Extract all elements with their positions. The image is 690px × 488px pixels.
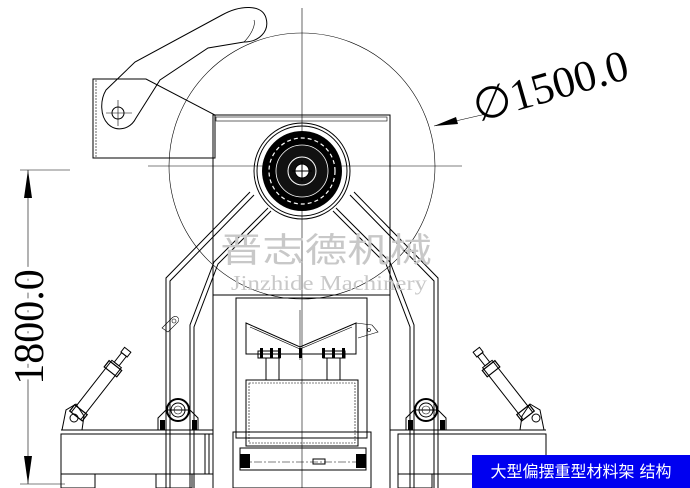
right-pivot-bearing [405, 398, 447, 431]
watermark-english: Jinzhide Machinery [231, 271, 428, 295]
lift-box [245, 379, 359, 447]
right-support-rails [332, 191, 439, 488]
height-dimension: 1800.0 [3, 169, 70, 485]
base-center-beam [232, 431, 372, 488]
right-hydraulic-cylinder [472, 346, 536, 422]
arm-bracket-plate [92, 78, 216, 159]
left-hydraulic-cylinder [68, 346, 132, 422]
left-support-rails [161, 191, 272, 488]
v-saddle [245, 310, 379, 360]
left-cylinder-mount [61, 403, 85, 431]
right-cylinder-mount [519, 403, 545, 431]
saddle-bolts [257, 348, 346, 380]
height-dimension-label: 1800.0 [7, 269, 53, 385]
diameter-dimension-label: ∅1500.0 [467, 41, 634, 132]
diameter-dimension: ∅1500.0 [433, 41, 634, 132]
mandrel-hub [253, 122, 351, 220]
swing-arm [101, 7, 268, 130]
lower-inner-frame [235, 297, 368, 439]
drawing-title-caption: 大型偏摆重型材料架 结构 [472, 455, 690, 488]
watermark-chinese: 晋志德机械 [220, 231, 432, 271]
left-pivot-bearing [157, 398, 199, 431]
